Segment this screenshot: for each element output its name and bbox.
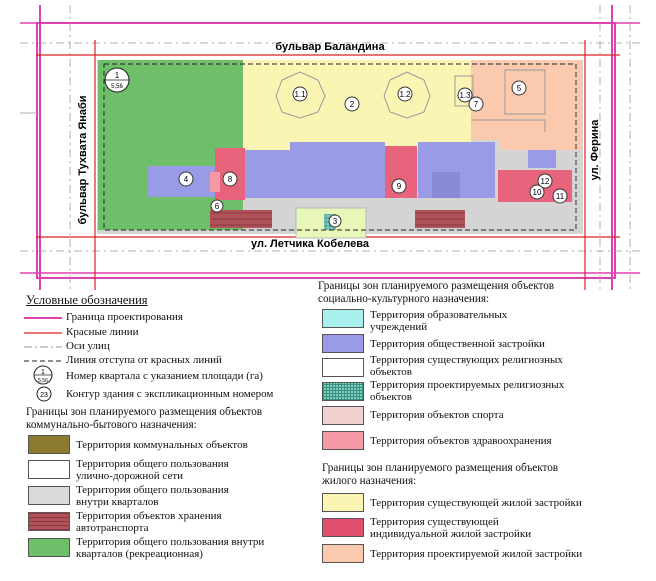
- svg-text:9: 9: [397, 182, 402, 191]
- design-boundary-symbol: [24, 317, 62, 319]
- svg-text:1.3: 1.3: [459, 91, 471, 100]
- setback-line: [103, 63, 577, 231]
- swatch-religious-projected: [322, 382, 364, 401]
- svg-text:11: 11: [556, 192, 565, 201]
- block-area: 5,56: [111, 84, 123, 90]
- building-number: 12: [537, 173, 553, 189]
- building-number: 11: [552, 188, 568, 204]
- building-contour: [471, 119, 546, 132]
- building-number: 10: [529, 184, 545, 200]
- building-number: 9: [391, 178, 407, 194]
- svg-text:3: 3: [333, 217, 338, 226]
- swatch-street-network: [28, 460, 70, 479]
- zone-parking: [415, 210, 465, 228]
- zone-public-building: [432, 172, 460, 198]
- block-badge: 1 5,56: [104, 67, 130, 93]
- svg-text:6: 6: [215, 202, 220, 211]
- street-left-label: бульвар Тухвата Янаби: [77, 95, 89, 224]
- legend-item-label: Территория проектируемых религиозных объ…: [370, 379, 565, 403]
- building-number: 1.3: [457, 87, 473, 103]
- legend-title: Условные обозначения: [26, 293, 148, 307]
- legend-line-label: Номер квартала с указанием площади (га): [66, 370, 263, 382]
- legend-item-label: Территория общего пользования внутри ква…: [76, 536, 265, 560]
- swatch-parking: [28, 512, 70, 531]
- building-number: 8: [222, 171, 238, 187]
- legend-item-label: Территория существующей индивидуальной ж…: [370, 516, 532, 540]
- legend-item-label: Территория объектов здравоохранения: [370, 435, 552, 447]
- legend-item-label: Территория проектируемой жилой застройки: [370, 548, 583, 560]
- swatch-public-inner: [28, 486, 70, 505]
- building-number: 1.2: [397, 86, 413, 102]
- legend-line-label: Красные линии: [66, 326, 139, 338]
- building-contour: [383, 71, 431, 119]
- legend-item-label: Территория объектов спорта: [370, 409, 504, 421]
- legend-item-label: Территория существующей жилой застройки: [370, 497, 582, 509]
- svg-text:2: 2: [350, 100, 355, 109]
- swatch-education: [322, 309, 364, 328]
- red-line-symbol: [24, 332, 62, 334]
- swatch-recreational: [28, 538, 70, 557]
- legend-group-social-title: Границы зон планируемого размещения объе…: [318, 280, 555, 305]
- svg-text:5,56: 5,56: [38, 378, 48, 384]
- legend-group-household-title: Границы зон планируемого размещения объе…: [26, 406, 263, 431]
- zone-health: [210, 172, 220, 192]
- svg-text:8: 8: [228, 175, 233, 184]
- street-right-label: ул. Ферина: [589, 119, 601, 181]
- zone-public-building: [245, 142, 385, 198]
- zone-residential-projected: [471, 60, 581, 140]
- building-contour: [504, 69, 546, 115]
- swatch-sport: [322, 406, 364, 425]
- legend-item-label: Территория коммунальных объектов: [76, 439, 248, 451]
- swatch-residential-existing: [322, 493, 364, 512]
- legend-item-label: Территория общего пользования улично-дор…: [76, 458, 229, 482]
- zone-parking: [210, 210, 272, 228]
- legend-line-label: Линия отступа от красных линий: [66, 354, 222, 366]
- legend-item-label: Территория объектов хранения автотранспо…: [76, 510, 222, 534]
- svg-text:1.1: 1.1: [294, 90, 306, 99]
- swatch-communal: [28, 435, 70, 454]
- building-number: 2: [344, 96, 360, 112]
- building-number: 7: [468, 96, 484, 112]
- svg-text:12: 12: [541, 177, 550, 186]
- swatch-health: [322, 431, 364, 450]
- zone-public-building: [528, 150, 556, 168]
- building-number: 4: [178, 171, 194, 187]
- site-plan-map: 1 5,56 1.1 2 1.2 1.3 7 5 4 8 6 3 9 12 10…: [20, 5, 640, 290]
- building-number: 3: [328, 214, 342, 228]
- block-badge-symbol: 1 5,56: [33, 365, 53, 385]
- legend-line-label: Оси улиц: [66, 340, 110, 352]
- svg-text:4: 4: [184, 175, 189, 184]
- building-contour: [454, 75, 474, 107]
- block-number: 1: [115, 71, 120, 80]
- svg-text:7: 7: [474, 100, 479, 109]
- legend-line-label: Контур здания с экспликационным номером: [66, 388, 274, 400]
- legend-group-residential-title: Границы зон планируемого размещения объе…: [322, 462, 559, 487]
- street-axis-symbol: [24, 346, 62, 348]
- swatch-public-buildings: [322, 334, 364, 353]
- swatch-individual-residential: [322, 518, 364, 537]
- legend: Условные обозначения Граница проектирова…: [0, 280, 656, 581]
- swatch-residential-projected: [322, 544, 364, 563]
- building-number: 1.1: [292, 86, 308, 102]
- zone-residential-projected: [500, 140, 581, 150]
- legend-item-label: Территория образовательных учреждений: [370, 309, 508, 333]
- svg-text:5: 5: [517, 84, 522, 93]
- svg-text:1: 1: [41, 369, 45, 376]
- legend-item-label: Территория общественной застройки: [370, 338, 545, 350]
- contour-symbol: 23: [36, 386, 52, 402]
- building-number: 5: [511, 80, 527, 96]
- swatch-religious-existing: [322, 358, 364, 377]
- setback-line-symbol: [24, 360, 62, 362]
- building-contour: [275, 71, 326, 119]
- legend-item-label: Территория существующих религиозных объе…: [370, 354, 563, 378]
- svg-text:23: 23: [40, 392, 48, 399]
- svg-text:10: 10: [533, 188, 542, 197]
- street-bottom-label: ул. Летчика Кобелева: [251, 238, 370, 250]
- legend-line-label: Граница проектирования: [66, 311, 183, 323]
- legend-item-label: Территория общего пользования внутри ква…: [76, 484, 229, 508]
- building-number: 6: [210, 199, 224, 213]
- svg-text:1.2: 1.2: [399, 90, 411, 99]
- street-top-label: бульвар Баландина: [275, 41, 385, 53]
